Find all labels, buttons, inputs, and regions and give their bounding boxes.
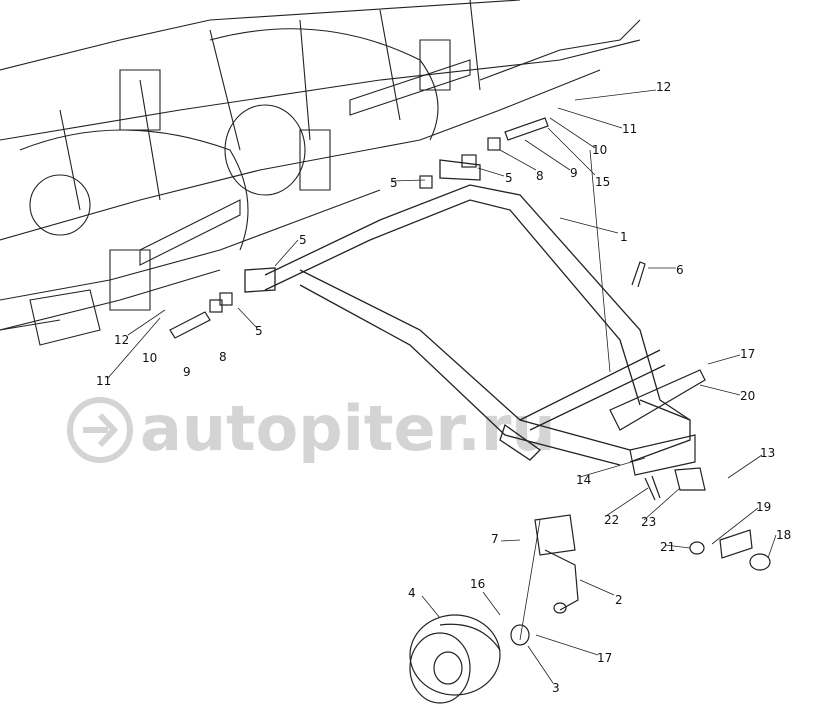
callout-19: 19 [756, 500, 772, 514]
callout-18: 18 [776, 528, 792, 542]
callout-22: 22 [604, 513, 620, 527]
leader-lines [107, 89, 777, 684]
callout-9: 9 [570, 166, 578, 180]
watermark-logo [67, 397, 133, 463]
callout-16: 16 [470, 577, 486, 591]
hitch-plate-20 [609, 369, 706, 431]
callout-4: 4 [408, 586, 416, 600]
callout-15: 15 [595, 175, 611, 189]
callout-8: 8 [536, 169, 544, 183]
pins [169, 117, 549, 339]
hitch-parts [644, 467, 771, 571]
callout-6: 6 [676, 263, 684, 277]
callout-5: 5 [505, 171, 513, 185]
callout-5: 5 [299, 233, 307, 247]
callout-20: 20 [740, 389, 756, 403]
wheel [409, 614, 501, 704]
callout-10: 10 [142, 351, 158, 365]
callout-7: 7 [491, 532, 499, 546]
callout-1: 1 [620, 230, 628, 244]
callout-5: 5 [255, 324, 263, 338]
callout-12: 12 [114, 333, 130, 347]
callout-2: 2 [615, 593, 623, 607]
frame-assembly [0, 0, 641, 346]
hitch-plate-14 [629, 434, 696, 476]
bushings [209, 137, 501, 313]
callout-21: 21 [660, 540, 676, 554]
callout-8: 8 [219, 350, 227, 364]
callout-11: 11 [622, 122, 638, 136]
callout-14: 14 [576, 473, 592, 487]
hub [510, 624, 530, 646]
callout-3: 3 [552, 681, 560, 695]
u-bolt [631, 261, 646, 288]
main-frame [244, 159, 691, 466]
callout-17: 17 [597, 651, 613, 665]
callout-17: 17 [740, 347, 756, 361]
callout-10: 10 [592, 143, 608, 157]
callout-9: 9 [183, 365, 191, 379]
callout-11: 11 [96, 374, 112, 388]
callout-12: 12 [656, 80, 672, 94]
callout-23: 23 [641, 515, 657, 529]
jack-stand [534, 514, 579, 614]
watermark: autopiter.ru [140, 392, 556, 465]
callout-5: 5 [390, 176, 398, 190]
callout-13: 13 [760, 446, 776, 460]
